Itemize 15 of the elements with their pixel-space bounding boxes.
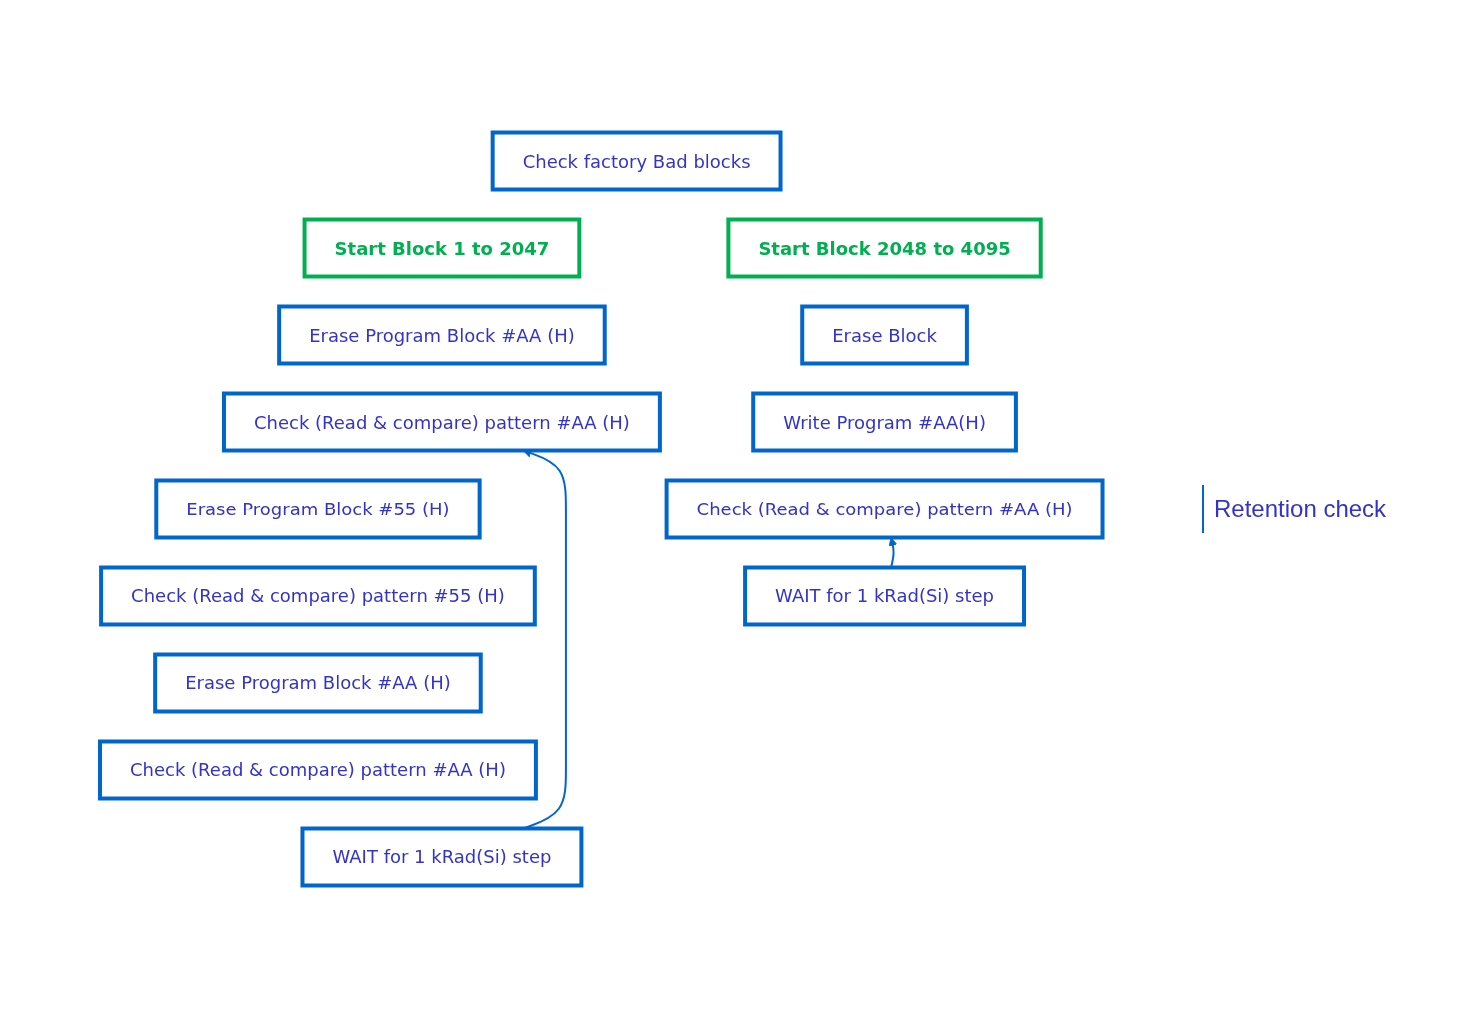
node-box: WAIT for 1 kRad(Si) step xyxy=(742,565,1026,626)
node-box: Start Block 2048 to 4095 xyxy=(726,217,1043,278)
node-box: Check (Read & compare) pattern #55 (H) xyxy=(98,565,537,626)
node-box: Check factory Bad blocks xyxy=(490,130,783,191)
node-box: Check (Read & compare) pattern #AA (H) xyxy=(97,739,538,800)
node-box: Start Block 1 to 2047 xyxy=(302,217,582,278)
node-box: Erase Program Block #55 (H) xyxy=(154,478,482,539)
bracket-label: Retention check xyxy=(1202,484,1462,533)
node-box: Erase Block xyxy=(799,304,969,365)
node-box: Erase Program Block #AA (H) xyxy=(152,652,483,713)
node-box: Erase Program Block #AA (H) xyxy=(276,304,607,365)
node-box: Check (Read & compare) pattern #AA (H) xyxy=(664,478,1105,539)
node-box: Write Program #AA(H) xyxy=(750,391,1018,452)
node-box: Check (Read & compare) pattern #AA (H) xyxy=(221,391,662,452)
node-box: WAIT for 1 kRad(Si) step xyxy=(300,826,584,887)
